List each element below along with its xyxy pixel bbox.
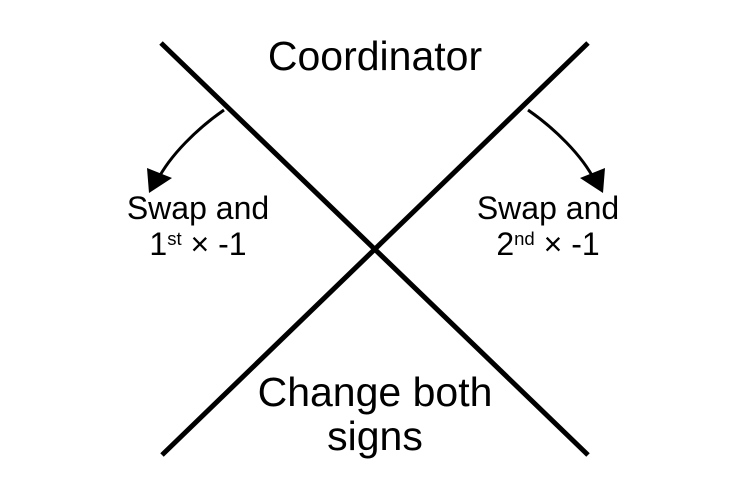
left-instruction-label: Swap and 1st × -1	[98, 192, 298, 260]
right-ordinal-number: 2	[496, 225, 515, 262]
right-curved-arrow-path	[527, 108, 597, 182]
bottom-instruction-line2: signs	[327, 412, 423, 459]
left-ordinal-number: 1	[149, 225, 168, 262]
title-text: Coordinator	[267, 33, 483, 79]
right-arrowhead-icon	[580, 168, 605, 193]
left-operation: × -1	[181, 225, 247, 262]
bottom-instruction-line1: Change both	[257, 369, 493, 415]
diagonal-line-top-right-to-bottom-left	[160, 41, 590, 457]
right-instruction-formula: 2nd × -1	[448, 225, 648, 262]
bottom-instruction-label: Change both signs	[0, 369, 750, 459]
left-ordinal-suffix: st	[167, 227, 182, 249]
left-instruction-line1: Swap and	[126, 190, 270, 226]
left-curved-arrow-path	[155, 108, 225, 182]
left-instruction-formula: 1st × -1	[98, 225, 298, 262]
right-instruction-line1: Swap and	[476, 190, 620, 226]
left-arrowhead-icon	[147, 168, 172, 193]
right-operation: × -1	[534, 225, 600, 262]
diagram-title: Coordinator	[0, 33, 750, 79]
right-instruction-label: Swap and 2nd × -1	[448, 192, 648, 260]
right-ordinal-suffix: nd	[514, 227, 535, 249]
